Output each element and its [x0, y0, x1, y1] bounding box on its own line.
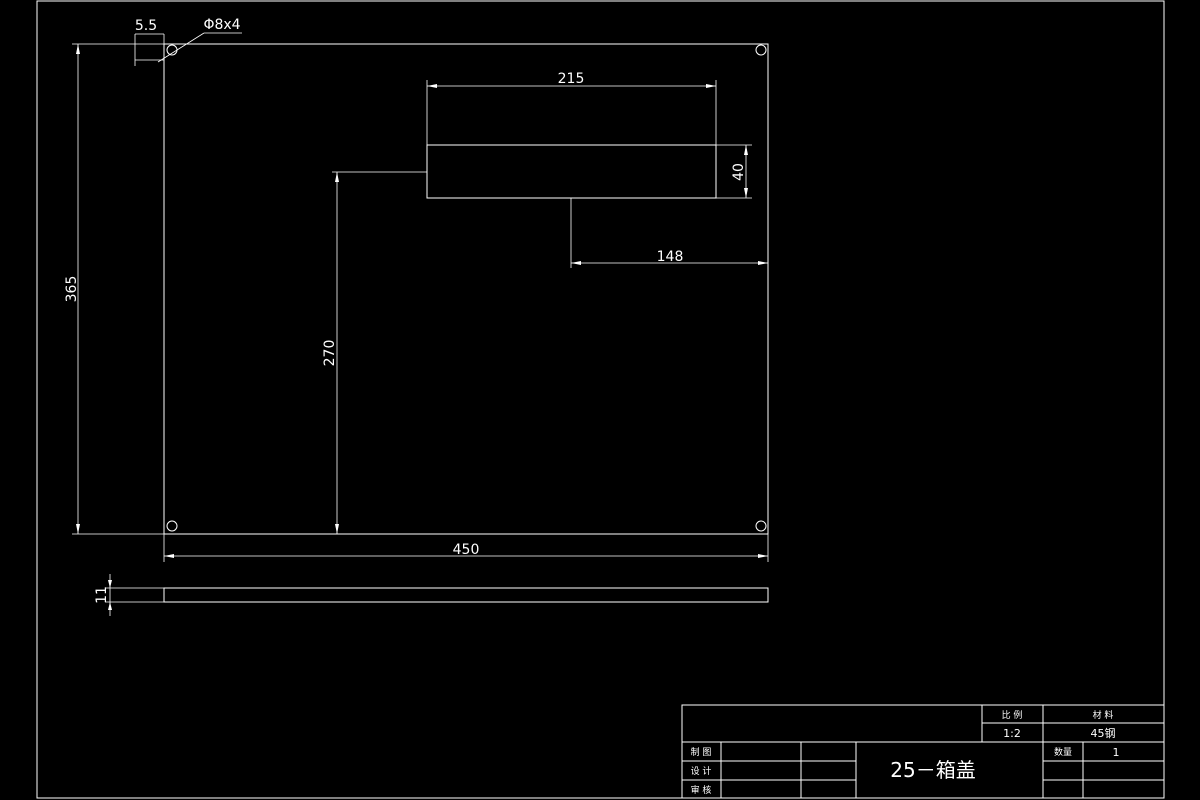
slot-cutout — [426, 144, 717, 199]
quantity-label: 数量 — [1054, 746, 1072, 758]
total-width-dimension: 450 — [163, 534, 769, 562]
side-view-outline — [163, 587, 769, 603]
slot-height-label: 40 — [731, 163, 747, 181]
thickness-dimension: 11 — [94, 574, 164, 616]
total-width-label: 450 — [453, 542, 480, 558]
mounting-hole-bottom-right — [755, 520, 767, 532]
checked-label: 审 核 — [691, 784, 712, 796]
title-block: 比 例 1:2 材 料 45钢 数量 1 制 图 设 计 审 核 25－箱盖 — [681, 704, 1165, 799]
part-name: 25－箱盖 — [890, 758, 975, 782]
slot-offset-dimension: 148 — [570, 198, 768, 268]
designed-label: 设 计 — [691, 765, 712, 777]
slot-length-label: 215 — [558, 71, 585, 87]
slot-vertical-label: 270 — [322, 340, 338, 367]
slot-vertical-dimension: 270 — [322, 171, 427, 534]
thickness-label: 11 — [94, 586, 110, 604]
hole-spec-leader: Φ8x4 — [157, 17, 242, 63]
drawn-label: 制 图 — [691, 746, 712, 758]
slot-offset-label: 148 — [657, 249, 684, 265]
mounting-hole-bottom-left — [166, 520, 178, 532]
total-height-dimension: 365 — [64, 43, 164, 535]
slot-length-dimension: 215 — [426, 71, 717, 145]
quantity-value: 1 — [1113, 746, 1120, 759]
hole-spec-label: Φ8x4 — [203, 17, 240, 33]
scale-value: 1:2 — [1003, 727, 1021, 740]
hole-offset-label: 5.5 — [135, 18, 157, 34]
total-height-label: 365 — [64, 276, 80, 303]
material-label: 材 料 — [1093, 709, 1114, 721]
hole-offset-dimension: 5.5 — [134, 18, 165, 66]
plate-outline — [163, 43, 769, 535]
drawing-frame — [36, 0, 1165, 799]
mounting-hole-top-right — [755, 44, 767, 56]
slot-height-dimension: 40 — [716, 144, 752, 199]
material-value: 45钢 — [1091, 727, 1116, 740]
scale-label: 比 例 — [1002, 709, 1023, 721]
